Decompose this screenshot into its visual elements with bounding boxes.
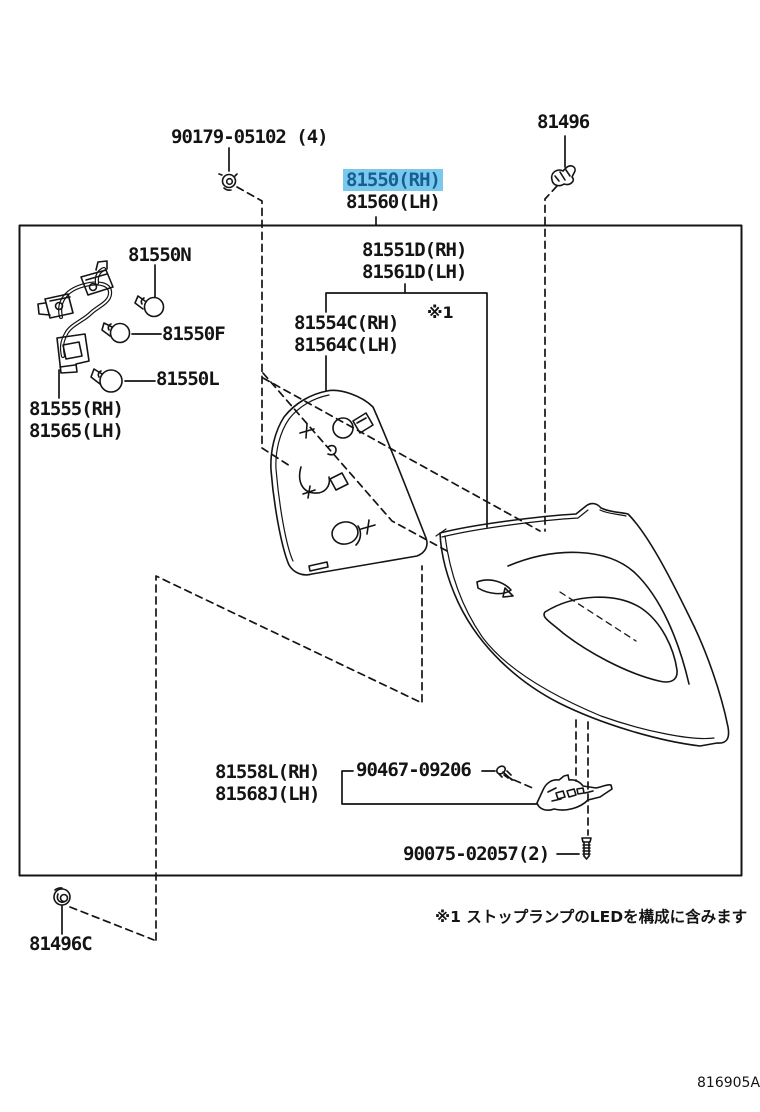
- harness-drawing: [38, 261, 113, 373]
- screw-icon: [495, 765, 513, 780]
- part-label-81550-highlighted[interactable]: 81550(RH): [343, 169, 443, 191]
- bulb-icon-81550n: [135, 296, 164, 317]
- part-label-81560[interactable]: 81560(LH): [346, 191, 441, 213]
- bulb-icon-81550f: [102, 323, 130, 343]
- bolt-icon: [582, 838, 591, 859]
- part-label-81550n[interactable]: 81550N: [128, 244, 192, 266]
- part-label-81554c[interactable]: 81554C(RH): [294, 312, 399, 334]
- bracket-drawing: [537, 775, 612, 810]
- part-label-90075-02057[interactable]: 90075-02057(2): [403, 843, 550, 865]
- part-label-81558l[interactable]: 81558L(RH): [215, 761, 320, 783]
- part-label-81551d[interactable]: 81551D(RH): [362, 239, 467, 261]
- footnote-stop-lamp-led: ※1 ストップランプのLEDを構成に含みます: [435, 908, 748, 926]
- part-label-81550l[interactable]: 81550L: [156, 368, 220, 390]
- gasket-drawing: [271, 390, 427, 575]
- assembly-dashed-lines: [70, 186, 588, 940]
- part-label-body: 81551D(RH) 81561D(LH): [362, 239, 467, 283]
- figure-code: 816905A: [697, 1075, 760, 1091]
- ref-marker-1: ※1: [427, 303, 454, 322]
- part-label-bracket: 81558L(RH) 81568J(LH): [215, 761, 320, 805]
- part-label-81555[interactable]: 81555(RH): [29, 398, 124, 420]
- part-label-81496c[interactable]: 81496C: [29, 933, 93, 955]
- part-label-81550f[interactable]: 81550F: [162, 323, 226, 345]
- part-label-81568j[interactable]: 81568J(LH): [215, 783, 320, 805]
- part-label-90179-05102[interactable]: 90179-05102 (4): [171, 126, 329, 148]
- part-label-81496[interactable]: 81496: [537, 111, 590, 133]
- nut-icon: [219, 174, 237, 190]
- lens-drawing: [436, 504, 729, 746]
- clip-icon: [552, 166, 575, 186]
- part-label-90467-09206[interactable]: 90467-09206: [356, 759, 472, 781]
- part-label-cord: 81555(RH) 81565(LH): [29, 398, 124, 442]
- part-label-81565[interactable]: 81565(LH): [29, 420, 124, 442]
- grommet-icon: [54, 888, 70, 905]
- bulb-icon-81550l: [91, 369, 122, 392]
- diagram-frame: [20, 226, 742, 876]
- part-label-gasket: 81554C(RH) 81564C(LH): [294, 312, 399, 356]
- leader-lines: [59, 136, 579, 934]
- part-label-81564c[interactable]: 81564C(LH): [294, 334, 399, 356]
- part-label-assy: 81550(RH) 81560(LH): [343, 169, 443, 213]
- part-label-81561d[interactable]: 81561D(LH): [362, 261, 467, 283]
